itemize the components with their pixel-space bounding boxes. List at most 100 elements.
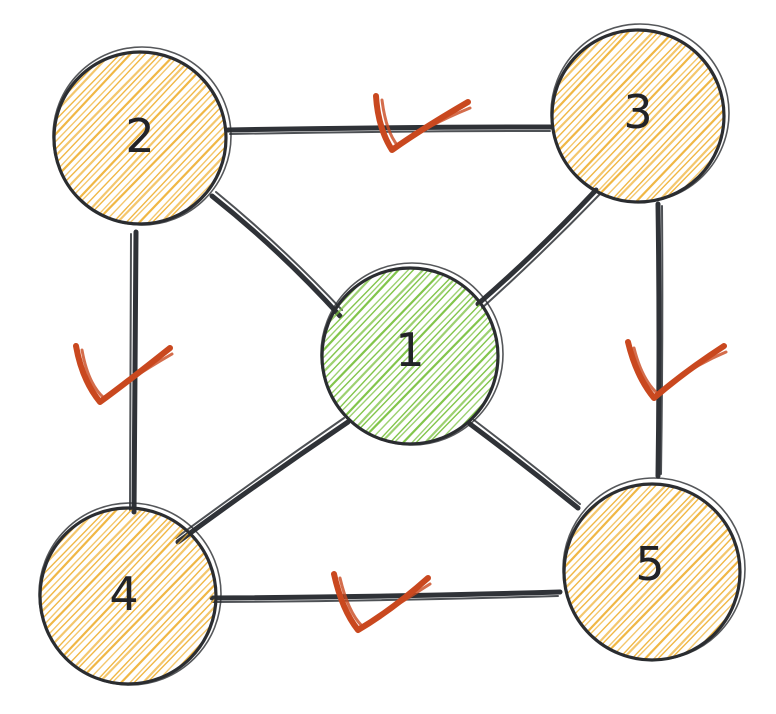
hatch-stroke <box>203 52 226 224</box>
hatch-stroke <box>564 484 637 660</box>
hatch-stroke <box>688 30 724 202</box>
hatch-stroke <box>106 508 216 684</box>
hatch-stroke <box>322 268 370 444</box>
hatch-stroke <box>564 484 628 660</box>
hatch-stroke <box>54 52 82 224</box>
hatch-stroke <box>552 30 560 202</box>
hatch-stroke <box>418 268 498 444</box>
edge-1-3 <box>475 187 601 309</box>
hatch-stroke <box>322 268 335 444</box>
hatch-stroke <box>618 30 724 202</box>
hatch-stroke <box>40 508 149 684</box>
hatch-stroke <box>114 508 216 684</box>
hatch-stroke <box>586 30 724 202</box>
hatch-stroke <box>132 52 226 224</box>
hatch-stroke <box>608 30 724 202</box>
hatch-stroke <box>40 508 173 684</box>
hatch-stroke <box>322 268 431 444</box>
hatch-stroke <box>638 484 740 660</box>
hatch-stroke <box>710 30 724 202</box>
node-3-outline-sketch <box>550 23 730 203</box>
hatch-stroke <box>40 508 133 684</box>
hatch-stroke <box>40 508 98 684</box>
check-mark-edge-3-5 <box>625 339 728 401</box>
hatch-stroke <box>40 508 183 684</box>
hatch-stroke <box>124 52 226 224</box>
hatch-stroke <box>40 508 153 684</box>
hatch-stroke <box>552 30 681 202</box>
hatch-stroke <box>657 30 724 202</box>
hatch-stroke <box>54 52 58 224</box>
hatch-stroke <box>604 484 740 660</box>
check-mark-edge-4-5 <box>331 571 432 633</box>
hatch-stroke <box>322 268 400 444</box>
hatch-stroke <box>423 268 498 444</box>
hatch-stroke <box>564 484 622 660</box>
hatch-stroke <box>40 508 64 684</box>
node-4-outline <box>38 506 218 686</box>
hatch-stroke <box>40 508 104 684</box>
hatch-stroke <box>40 508 169 684</box>
hatch-stroke <box>626 484 740 660</box>
hatch-stroke <box>352 268 498 444</box>
hatch-stroke <box>212 52 226 224</box>
hatch-stroke <box>406 268 498 444</box>
edge-1-5 <box>467 419 581 511</box>
hatch-stroke <box>322 268 395 444</box>
hatch-stroke <box>674 484 740 660</box>
hatch-stroke <box>322 268 465 444</box>
hatch-stroke <box>88 52 226 224</box>
hatch-stroke <box>410 268 498 444</box>
hatch-stroke <box>40 508 138 684</box>
hatch-stroke <box>630 30 724 202</box>
hatch-stroke <box>40 508 44 684</box>
node-3-label: 3 <box>623 85 652 139</box>
hatch-stroke <box>322 268 420 444</box>
hatch-stroke <box>564 484 677 660</box>
hatch-stroke <box>388 268 498 444</box>
hatch-stroke <box>181 52 226 224</box>
hatch-stroke <box>666 30 724 202</box>
hatch-stroke <box>622 30 724 202</box>
hatch-stroke <box>564 484 568 660</box>
hatch-stroke <box>384 268 498 444</box>
hatch-stroke <box>146 52 226 224</box>
node-1-outline-sketch <box>320 262 504 446</box>
hatch-stroke <box>374 268 498 444</box>
hatch-stroke <box>142 52 226 224</box>
hatch-stroke <box>136 508 216 684</box>
check-mark-edge-2-3 <box>373 93 472 153</box>
hatch-stroke <box>322 268 440 444</box>
hatch-stroke <box>92 508 216 684</box>
hatch-stroke <box>552 30 556 202</box>
hatch-stroke <box>322 268 451 444</box>
hatch-stroke <box>40 508 53 684</box>
node-3-hatch-fill <box>552 30 724 202</box>
hatch-stroke <box>674 30 724 202</box>
hatch-stroke <box>605 30 724 202</box>
check-mark-edge-2-4 <box>73 343 174 405</box>
hatch-stroke <box>54 52 152 224</box>
hatch-stroke <box>564 484 697 660</box>
hatch-stroke <box>54 52 67 224</box>
hatch-stroke <box>322 268 380 444</box>
node-4-outline-sketch <box>38 502 222 686</box>
hatch-stroke <box>552 30 665 202</box>
hatch-stroke <box>454 268 498 444</box>
hatch-stroke <box>583 30 724 202</box>
hatch-stroke <box>564 484 642 660</box>
node-1: 1 <box>320 262 504 446</box>
hatch-stroke <box>124 508 216 684</box>
hatch-stroke <box>54 52 78 224</box>
hatch-stroke <box>128 508 216 684</box>
hatch-stroke <box>660 484 740 660</box>
hatch-stroke <box>552 30 661 202</box>
hatch-stroke <box>564 484 572 660</box>
hatch-stroke <box>721 484 740 660</box>
hatch-stroke <box>168 52 226 224</box>
hatch-stroke <box>54 52 187 224</box>
hatch-stroke <box>54 52 127 224</box>
hatch-stroke <box>564 484 588 660</box>
edge-3-5 <box>655 201 664 479</box>
hatch-stroke <box>150 508 216 684</box>
